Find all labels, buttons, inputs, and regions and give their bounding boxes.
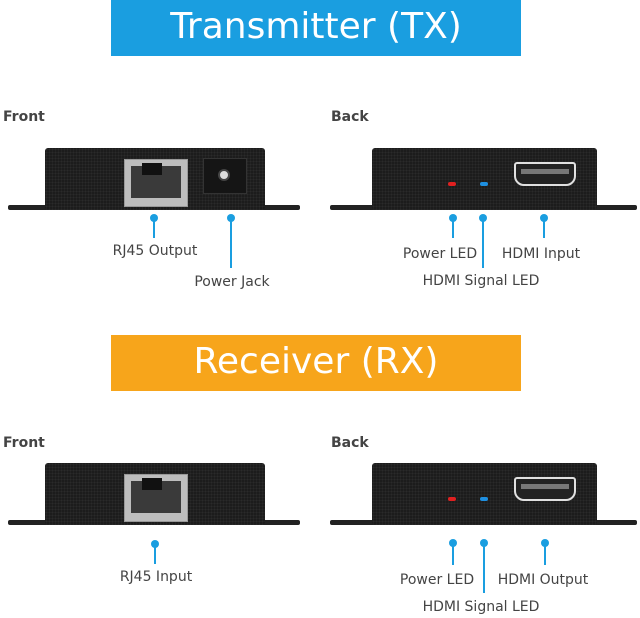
rj45-port	[124, 474, 188, 522]
hdmi-input-label: HDMI Input	[501, 246, 581, 262]
callout-line	[153, 220, 155, 238]
signal-led	[480, 497, 488, 501]
callout-line	[482, 220, 484, 268]
transmitter-banner: Transmitter (TX)	[111, 0, 521, 56]
callout-line	[154, 546, 156, 564]
hdmi-port	[514, 477, 576, 501]
callout-dot	[227, 214, 235, 222]
rx-back-heading: Back	[331, 435, 369, 451]
signal-led	[480, 182, 488, 186]
rj45-input-label: RJ45 Input	[119, 569, 193, 585]
callout-dot	[449, 539, 457, 547]
hdmi-port	[514, 162, 576, 186]
rx-front-heading: Front	[3, 435, 45, 451]
power-jack-label: Power Jack	[194, 274, 270, 290]
callout-dot	[541, 539, 549, 547]
callout-dot	[480, 539, 488, 547]
callout-line	[544, 545, 546, 565]
hdmi-signal-led-label: HDMI Signal LED	[422, 273, 540, 289]
tx-back-heading: Back	[331, 109, 369, 125]
power-jack	[203, 158, 247, 194]
callout-line	[483, 545, 485, 593]
callout-line	[452, 220, 454, 238]
hdmi-signal-led-label: HDMI Signal LED	[422, 599, 540, 615]
callout-dot	[150, 214, 158, 222]
hdmi-output-label: HDMI Output	[497, 572, 589, 588]
receiver-banner: Receiver (RX)	[111, 335, 521, 391]
tx-front-heading: Front	[3, 109, 45, 125]
callout-dot	[151, 540, 159, 548]
power-led	[448, 497, 456, 501]
callout-dot	[479, 214, 487, 222]
callout-line	[230, 220, 232, 268]
power-led-label: Power LED	[402, 246, 478, 262]
power-led-label: Power LED	[399, 572, 475, 588]
callout-dot	[540, 214, 548, 222]
rj45-output-label: RJ45 Output	[112, 243, 198, 259]
rj45-port	[124, 159, 188, 207]
callout-line	[452, 545, 454, 565]
callout-dot	[449, 214, 457, 222]
callout-line	[543, 220, 545, 238]
power-led	[448, 182, 456, 186]
